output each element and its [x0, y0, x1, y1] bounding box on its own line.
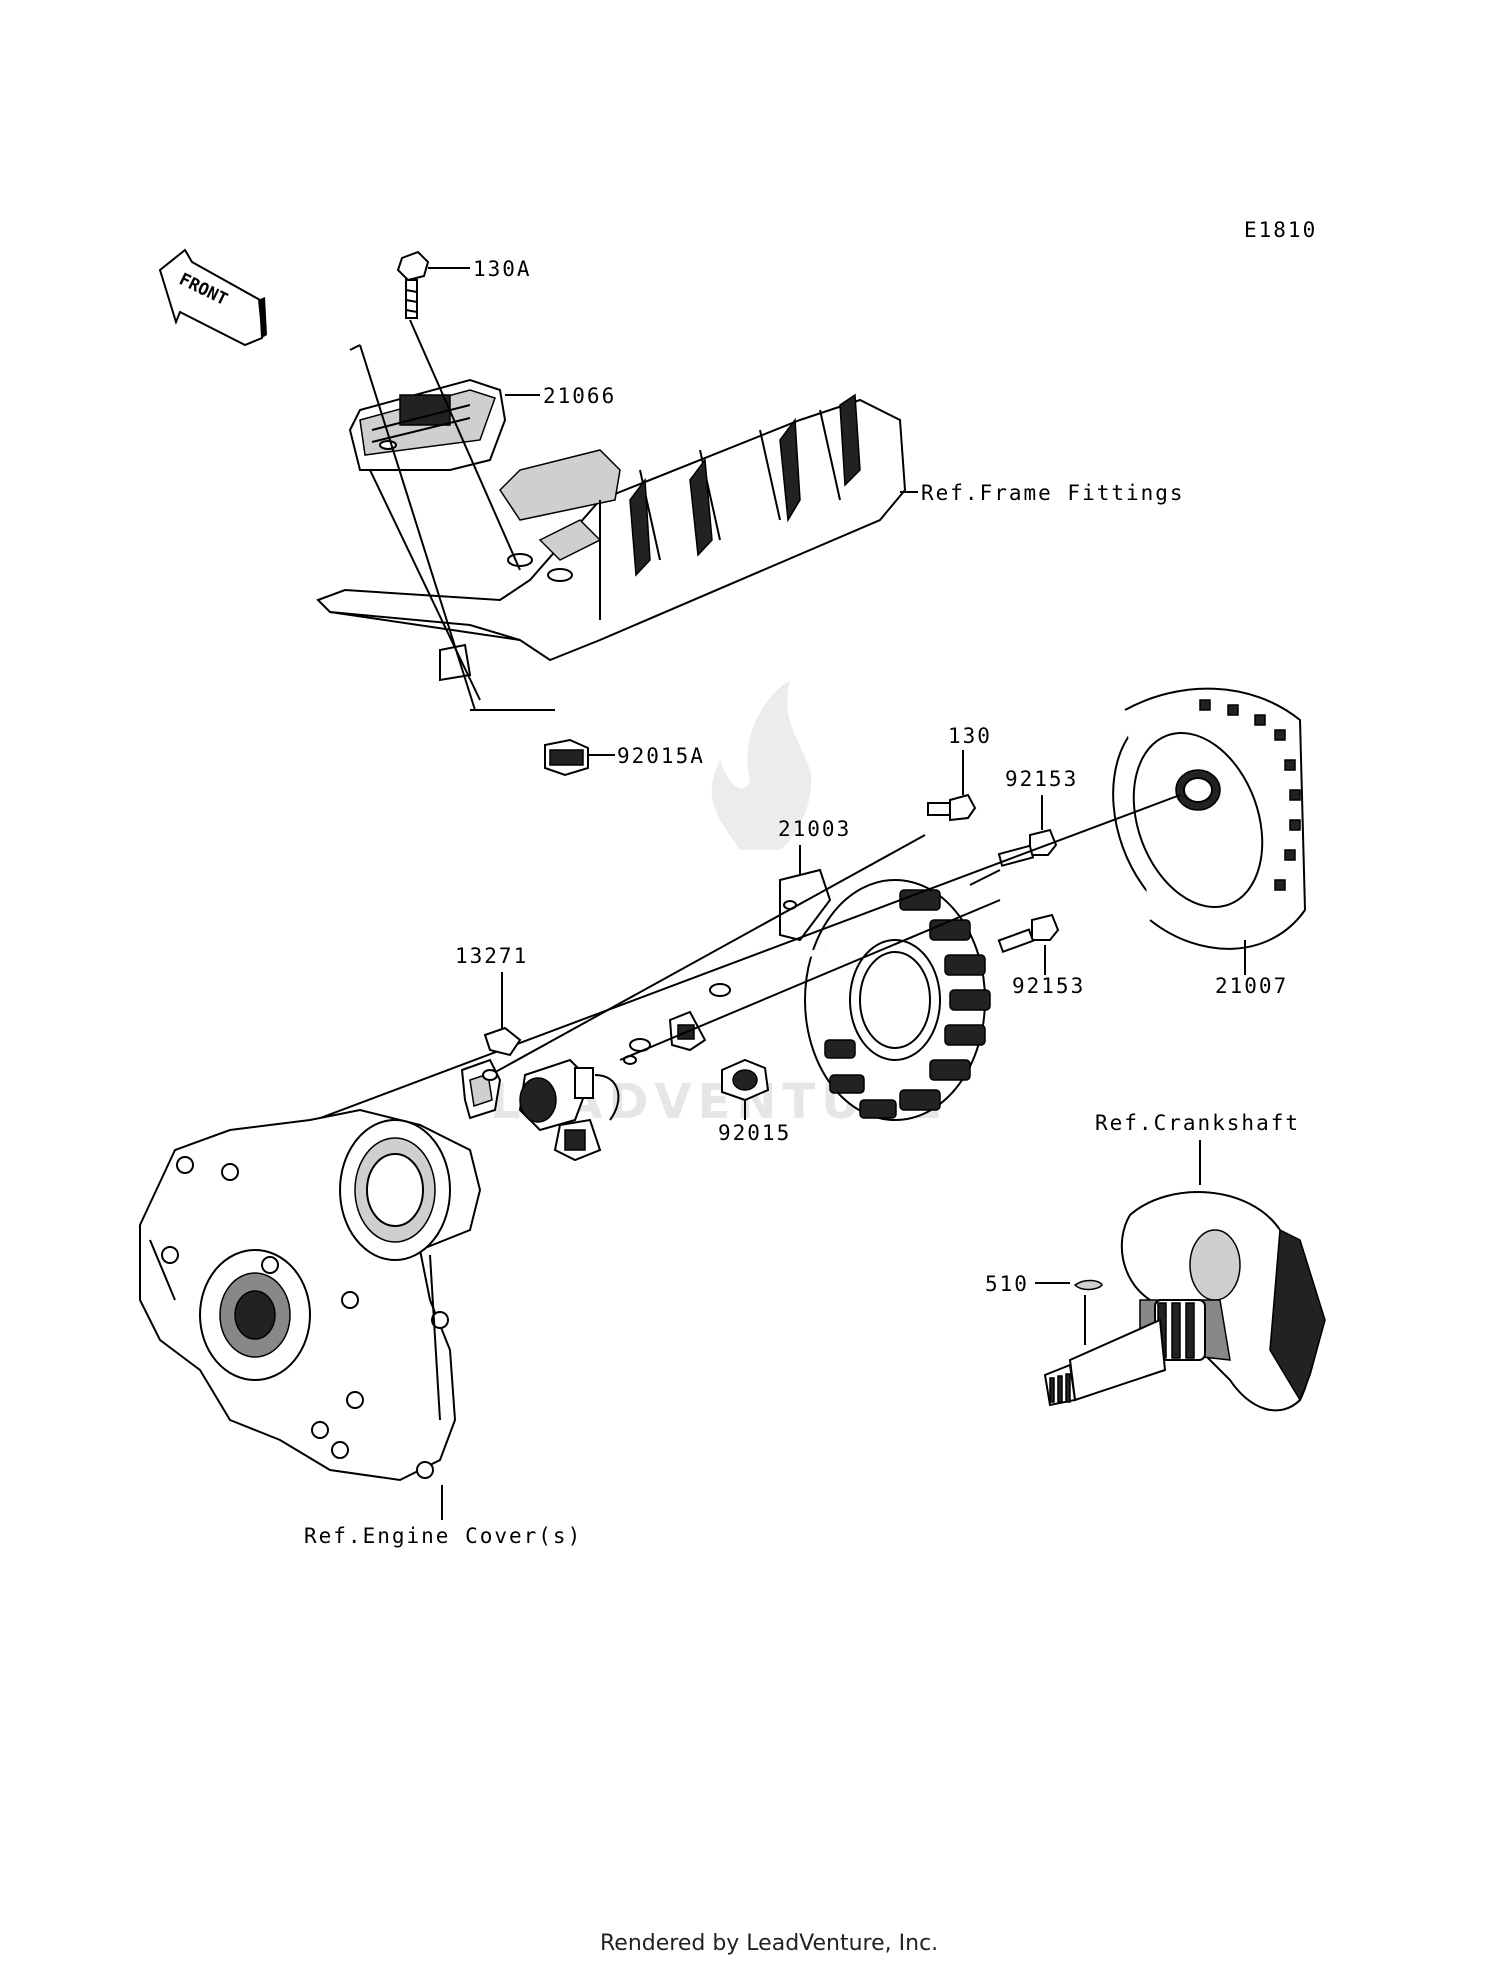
- bolt-130[interactable]: [927, 793, 977, 822]
- wire-connector[interactable]: [518, 1058, 620, 1162]
- bolt-130a[interactable]: [396, 250, 430, 319]
- callout-92015a: 92015A: [617, 744, 705, 768]
- callout-engine-covers: Ref.Engine Cover(s): [304, 1524, 582, 1548]
- callout-92153-top: 92153: [1005, 767, 1078, 791]
- nut-92015a[interactable]: [544, 738, 589, 777]
- diagram-code: E1810: [1244, 218, 1317, 242]
- crankshaft: [1043, 1191, 1326, 1412]
- callout-130a: 130A: [473, 257, 532, 281]
- rotor-21007[interactable]: [1083, 685, 1312, 956]
- pickup-coil-13271[interactable]: [460, 1026, 522, 1120]
- front-arrow-icon: FRONT: [158, 248, 267, 347]
- callout-21003: 21003: [778, 817, 851, 841]
- key-510[interactable]: [1073, 1279, 1103, 1291]
- stator-21003[interactable]: [779, 868, 991, 1121]
- engine-cover: [139, 1108, 482, 1482]
- callout-21066: 21066: [543, 384, 616, 408]
- bolt-92153-bottom[interactable]: [997, 913, 1060, 954]
- footer-credit: Rendered by LeadVenture, Inc.: [600, 1931, 938, 1956]
- callout-frame-fittings: Ref.Frame Fittings: [921, 481, 1185, 505]
- nut-92015[interactable]: [721, 1058, 770, 1102]
- callout-21007: 21007: [1215, 974, 1288, 998]
- callout-510: 510: [985, 1272, 1029, 1296]
- callout-130: 130: [948, 724, 992, 748]
- callout-13271: 13271: [455, 944, 528, 968]
- frame-fitting: [316, 393, 907, 682]
- callout-92153-bottom: 92153: [1012, 974, 1085, 998]
- callout-92015: 92015: [718, 1121, 791, 1145]
- callout-crankshaft: Ref.Crankshaft: [1095, 1111, 1300, 1135]
- regulator-21066[interactable]: [348, 378, 507, 471]
